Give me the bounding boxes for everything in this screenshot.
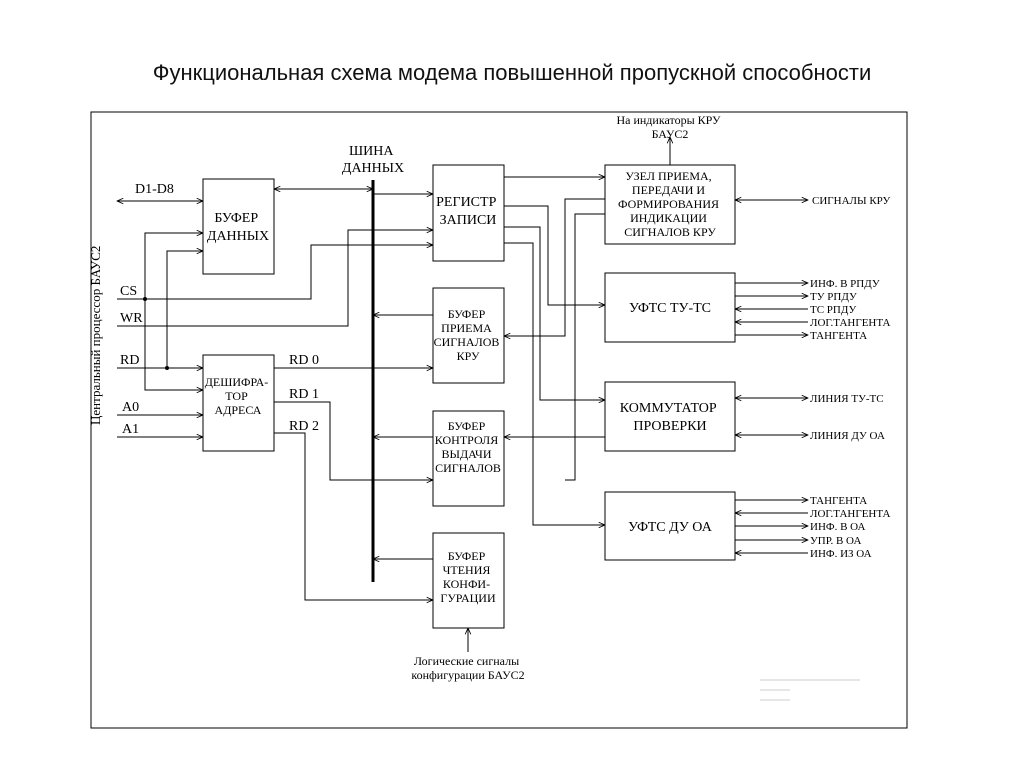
- uftc-du-oa-text: УФТС ДУ ОА: [628, 520, 713, 535]
- slide-title: Функциональная схема модема повышенной п…: [152, 60, 872, 85]
- kru-node-text: УЗЕЛ ПРИЕМА, ПЕРЕДАЧИ И ФОРМИРОВАНИЯ ИНД…: [618, 169, 722, 239]
- output-du-oa: ЛОГ.ТАНГЕНТА: [810, 508, 891, 520]
- signal-a0: A0: [122, 400, 139, 415]
- signal-rd0: RD 0: [289, 353, 319, 368]
- kru-node-block: [604, 164, 736, 245]
- output-kru-signals: СИГНАЛЫ КРУ: [812, 195, 891, 207]
- output-labels: СИГНАЛЫ КРУ ИНФ. В РПДУ ТУ РПДУ ТС РПДУ …: [810, 195, 891, 560]
- write-register-text: РЕГИСТР ЗАПИСИ: [436, 195, 500, 228]
- output-control-buffer-block: [432, 410, 505, 507]
- stamp-block: [760, 679, 860, 701]
- junction-dot: [143, 297, 147, 301]
- output-du-oa: ТАНГЕНТА: [810, 495, 867, 507]
- config-read-buffer-text: БУФЕР ЧТЕНИЯ КОНФИ- ГУРАЦИИ: [440, 549, 496, 605]
- test-switch-text: КОММУТАТОР ПРОВЕРКИ: [620, 401, 720, 434]
- kru-receive-buffer-text: БУФЕР ПРИЕМА СИГНАЛОВ КРУ: [434, 307, 503, 363]
- config-read-buffer-block: [432, 532, 505, 629]
- address-decoder-text: ДЕШИФРА- ТОР АДРЕСА: [205, 375, 272, 417]
- bus-label: ШИНА ДАННЫХ: [342, 144, 404, 176]
- output-tu-tc: ТУ РПДУ: [810, 291, 857, 303]
- output-tu-tc: ТС РПДУ: [810, 304, 857, 316]
- signal-labels: D1-D8 CS WR RD A0 A1 RD 0 RD 1 RD 2: [120, 182, 319, 437]
- diagram-frame: [90, 111, 908, 729]
- junction-dot: [165, 366, 169, 370]
- data-buffer-block: [202, 178, 275, 275]
- output-du-oa: ИНФ. В ОА: [810, 521, 866, 533]
- output-tu-tc: ИНФ. В РПДУ: [810, 278, 880, 290]
- connections: [117, 137, 808, 652]
- signal-a1: A1: [122, 422, 139, 437]
- output-du-oa: ИНФ. ИЗ ОА: [810, 548, 872, 560]
- write-register-block: [432, 164, 505, 262]
- signal-cs: CS: [120, 284, 137, 299]
- data-buffer-text: БУФЕР ДАННЫХ: [207, 211, 269, 244]
- indicator-label: На индикаторы КРУ БАУС2: [616, 113, 723, 141]
- uftc-tu-tc-block: [604, 272, 736, 343]
- config-signals-label: Логические сигналы конфигурации БАУС2: [411, 654, 524, 682]
- output-control-buffer-text: БУФЕР КОНТРОЛЯ ВЫДАЧИ СИГНАЛОВ: [435, 419, 501, 475]
- signal-d1d8: D1-D8: [135, 182, 174, 197]
- uftc-tu-tc-text: УФТС ТУ-ТС: [629, 301, 711, 316]
- cpu-label: Центральный процессор БАУС2: [88, 246, 103, 425]
- output-du-oa: УПР. В ОА: [810, 535, 861, 547]
- signal-wr: WR: [120, 311, 143, 326]
- address-decoder-block: [202, 354, 275, 452]
- output-tu-tc: ЛОГ.ТАНГЕНТА: [810, 317, 891, 329]
- output-test: ЛИНИЯ ДУ ОА: [810, 430, 885, 442]
- test-switch-block: [604, 381, 736, 452]
- signal-rd: RD: [120, 353, 139, 368]
- signal-rd2: RD 2: [289, 419, 319, 434]
- signal-rd1: RD 1: [289, 387, 319, 402]
- output-test: ЛИНИЯ ТУ-ТС: [810, 393, 884, 405]
- output-tu-tc: ТАНГЕНТА: [810, 330, 867, 342]
